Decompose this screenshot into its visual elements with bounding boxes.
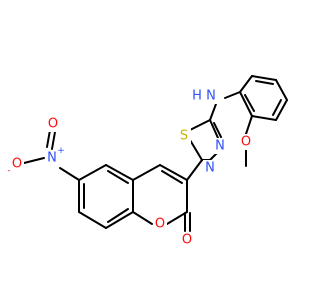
molecule-canvas: N + O O - O O S N N: [7, 75, 288, 248]
methoxy-oxygen-label: O: [241, 135, 251, 150]
coumarin-pyranone-ring: [132, 164, 191, 232]
amine-nitrogen-label: N: [206, 89, 216, 104]
molecule-structure: N + O O - O O S N N: [7, 75, 288, 248]
nitro-positive-charge: +: [57, 146, 65, 156]
nitro-oxygen-double-label: O: [48, 117, 58, 132]
coumarin-benzo-ring: [78, 164, 134, 229]
thiadiazole-nitrogen-1-label: N: [215, 139, 225, 154]
methoxyphenyl-ring: [239, 75, 288, 167]
carbonyl-oxygen-label: O: [182, 233, 192, 248]
nitro-oxygen-single-label: O: [12, 157, 22, 172]
atom-labels: N + O O - O O S N N: [7, 88, 253, 248]
ring-oxygen-label: O: [155, 217, 165, 232]
nitro-nitrogen-label: N: [47, 151, 57, 166]
amine-hydrogen-label: H: [192, 89, 202, 104]
thiadiazole-nitrogen-2-label: N: [205, 161, 215, 176]
amine-linker: [209, 91, 241, 121]
nitro-negative-charge: -: [7, 166, 10, 176]
nitro-group: [23, 129, 80, 181]
sulfur-label: S: [180, 129, 188, 144]
